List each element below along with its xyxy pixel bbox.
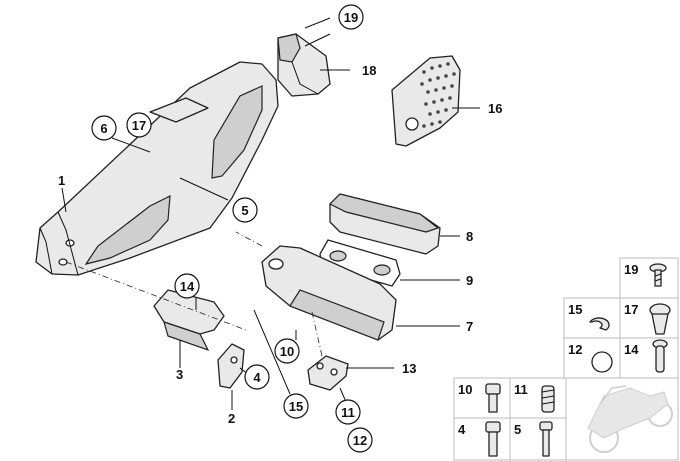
mounting-bracket xyxy=(153,289,225,352)
socket-bolt-icon xyxy=(485,383,501,413)
callout-7: 7 xyxy=(466,319,473,334)
svg-text:5: 5 xyxy=(241,203,248,218)
callout-13: 13 xyxy=(402,361,416,376)
callout-18: 18 xyxy=(362,63,376,78)
legend-label-10: 10 xyxy=(458,382,472,397)
machine-screw-icon xyxy=(539,421,553,457)
legend-label-4: 4 xyxy=(458,422,466,437)
callout-4: 4 xyxy=(244,364,270,390)
callout-3: 3 xyxy=(176,367,183,382)
footrest-rubber xyxy=(328,193,441,255)
legend-label-12: 12 xyxy=(568,342,582,357)
svg-text:6: 6 xyxy=(100,121,107,136)
callout-2: 2 xyxy=(228,411,235,426)
legend-label-15: 15 xyxy=(568,302,582,317)
legend-label-5: 5 xyxy=(514,422,521,437)
hardware-legend: 19 15 17 12 14 10 xyxy=(453,257,679,461)
callout-5: 5 xyxy=(232,197,258,223)
motorcycle-icon xyxy=(587,385,673,453)
rubber-buffer xyxy=(277,33,331,97)
callout-19: 19 xyxy=(338,4,364,30)
callout-15: 15 xyxy=(283,393,309,419)
svg-text:19: 19 xyxy=(344,10,358,25)
small-plate xyxy=(307,355,349,391)
callout-6: 6 xyxy=(91,115,117,141)
svg-text:11: 11 xyxy=(341,405,355,420)
callout-12: 12 xyxy=(347,427,373,453)
callout-10: 10 xyxy=(274,338,300,364)
legend-label-11: 11 xyxy=(514,382,528,397)
callout-8: 8 xyxy=(466,229,473,244)
footrest-plate xyxy=(319,239,401,287)
hex-bolt-icon xyxy=(485,421,501,457)
legend-label-19: 19 xyxy=(624,262,638,277)
svg-text:15: 15 xyxy=(289,399,303,414)
ball-icon xyxy=(591,351,613,373)
legend-label-17: 17 xyxy=(624,302,638,317)
callout-11: 11 xyxy=(335,399,361,425)
leader-lines xyxy=(61,17,480,410)
callout-17: 17 xyxy=(126,112,152,138)
legend-label-14: 14 xyxy=(624,342,639,357)
svg-text:17: 17 xyxy=(132,118,146,133)
circlip-icon xyxy=(589,317,610,331)
svg-text:14: 14 xyxy=(180,279,195,294)
svg-text:4: 4 xyxy=(253,370,261,385)
callout-1: 1 xyxy=(58,173,65,188)
bracket-plate xyxy=(217,343,245,389)
spring-icon xyxy=(541,385,555,413)
callout-16: 16 xyxy=(488,101,502,116)
svg-text:12: 12 xyxy=(353,433,367,448)
reflector-plate xyxy=(391,55,461,147)
screw-icon xyxy=(649,263,667,287)
svg-text:10: 10 xyxy=(280,344,294,359)
callout-9: 9 xyxy=(466,273,473,288)
expanding-rivet-icon xyxy=(649,303,671,335)
footrest-peg xyxy=(261,245,397,341)
footrest-bracket xyxy=(35,61,279,276)
pin-icon xyxy=(652,339,668,373)
callout-14: 14 xyxy=(174,273,200,299)
